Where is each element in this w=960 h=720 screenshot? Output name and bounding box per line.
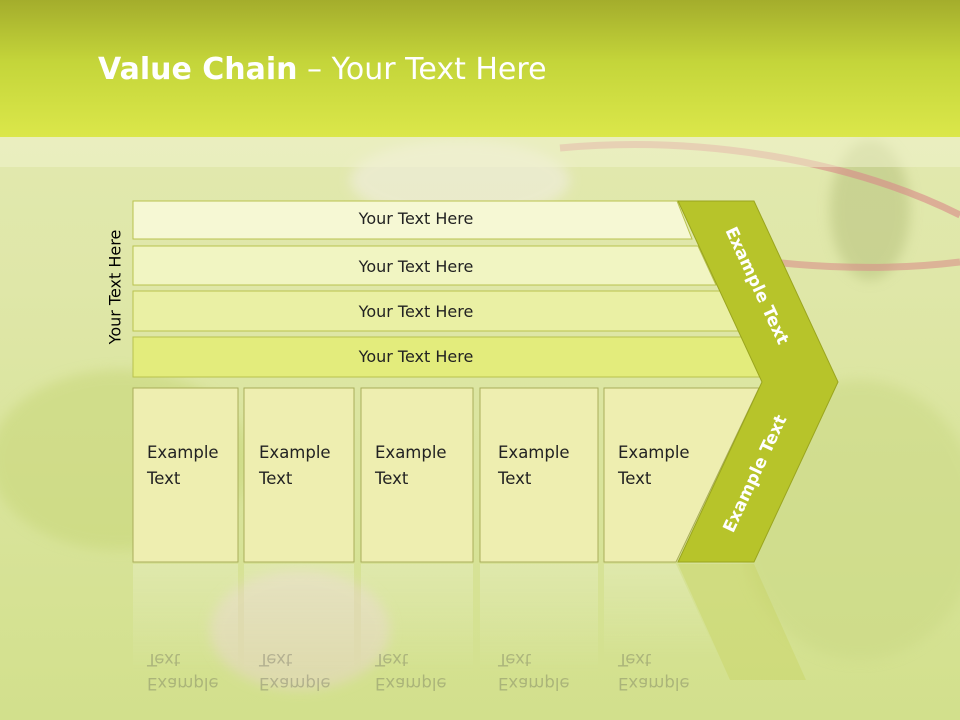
support-bar-2: Your Text Here xyxy=(132,245,717,286)
box-label-line-1: Example xyxy=(147,443,219,462)
box-label-line-2: Text xyxy=(374,469,409,488)
reflection xyxy=(133,564,806,680)
box-label-line-1: Example xyxy=(618,443,690,462)
box-label-line-2: Text xyxy=(497,469,532,488)
svg-text:Text: Text xyxy=(617,650,652,669)
svg-text:Example: Example xyxy=(375,674,447,693)
svg-text:Example: Example xyxy=(498,674,570,693)
svg-text:Text: Text xyxy=(146,650,181,669)
activity-box-3: Example Text xyxy=(360,387,474,563)
box-label-line-2: Text xyxy=(146,469,181,488)
bar-label: Your Text Here xyxy=(358,209,474,228)
svg-text:Text: Text xyxy=(258,650,293,669)
bar-label: Your Text Here xyxy=(358,347,474,366)
reflection-labels: Text Example Text Example Text Example T… xyxy=(146,650,690,693)
box-label-line-1: Example xyxy=(259,443,331,462)
svg-text:Example: Example xyxy=(259,674,331,693)
support-bar-1: Your Text Here xyxy=(132,200,693,240)
support-bar-4: Your Text Here xyxy=(132,336,764,378)
activity-box-4: Example Text xyxy=(479,387,599,563)
svg-text:Text: Text xyxy=(497,650,532,669)
slide-title: Value Chain – Your Text Here xyxy=(98,52,547,87)
svg-text:Example: Example xyxy=(618,674,690,693)
activity-box-1: Example Text xyxy=(132,387,239,563)
svg-text:Example: Example xyxy=(147,674,219,693)
bar-label: Your Text Here xyxy=(358,257,474,276)
box-label-line-1: Example xyxy=(375,443,447,462)
activity-box-5: Example Text xyxy=(603,387,760,563)
box-label-line-2: Text xyxy=(258,469,293,488)
box-label-line-1: Example xyxy=(498,443,570,462)
title-bar xyxy=(0,0,960,137)
bar-label: Your Text Here xyxy=(358,302,474,321)
box-label-line-2: Text xyxy=(617,469,652,488)
svg-text:Text: Text xyxy=(374,650,409,669)
support-bar-3: Your Text Here xyxy=(132,290,740,332)
activity-box-2: Example Text xyxy=(243,387,355,563)
